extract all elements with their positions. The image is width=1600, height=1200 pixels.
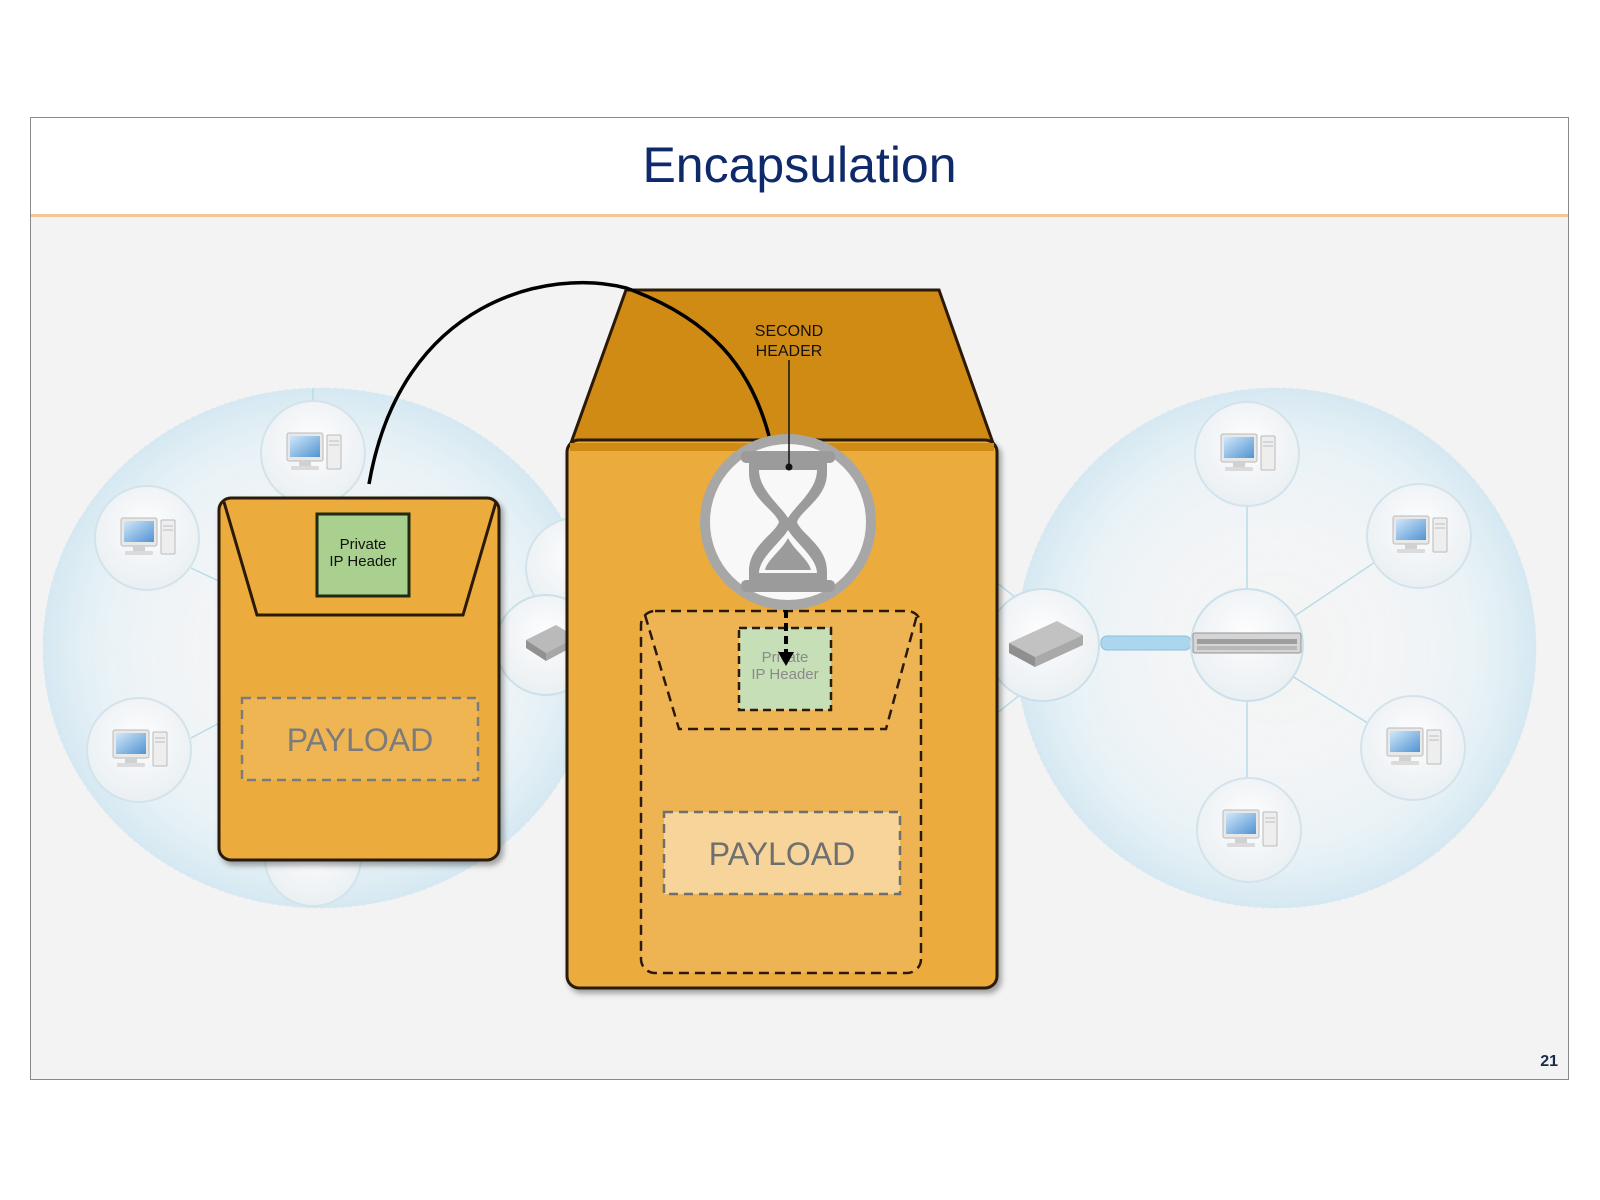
encapsulated-packet-flap <box>643 614 919 731</box>
outer-packet-flap <box>568 288 996 445</box>
second-header-label-line1: SECOND <box>755 323 823 340</box>
router-icon <box>1009 621 1083 667</box>
encapsulated-header-label-line2: IP Header <box>751 666 818 683</box>
inner-payload-label: PAYLOAD <box>287 722 433 758</box>
timer-circle <box>700 434 876 610</box>
encapsulation-diagram: Private IP Header PAYLOAD Private IP Hea… <box>42 280 1537 990</box>
page-number: 21 <box>1540 1053 1558 1070</box>
inner-payload-box <box>240 696 480 782</box>
switch-icon <box>1192 632 1302 654</box>
hourglass-icon <box>741 451 835 592</box>
slide: Encapsulation <box>30 117 1569 1080</box>
slide-title: Encapsulation <box>642 137 957 193</box>
inner-packet-flap <box>222 501 498 617</box>
second-header-label-line2: HEADER <box>756 343 823 360</box>
private-ip-header-label-line1: Private <box>340 536 387 553</box>
background-network-right <box>986 387 1537 909</box>
private-ip-header-label-line2: IP Header <box>329 553 396 570</box>
outer-payload-label: PAYLOAD <box>709 836 855 872</box>
title-bar: Encapsulation <box>31 118 1568 217</box>
outer-payload-box <box>662 810 902 896</box>
private-ip-header-box <box>315 512 411 598</box>
